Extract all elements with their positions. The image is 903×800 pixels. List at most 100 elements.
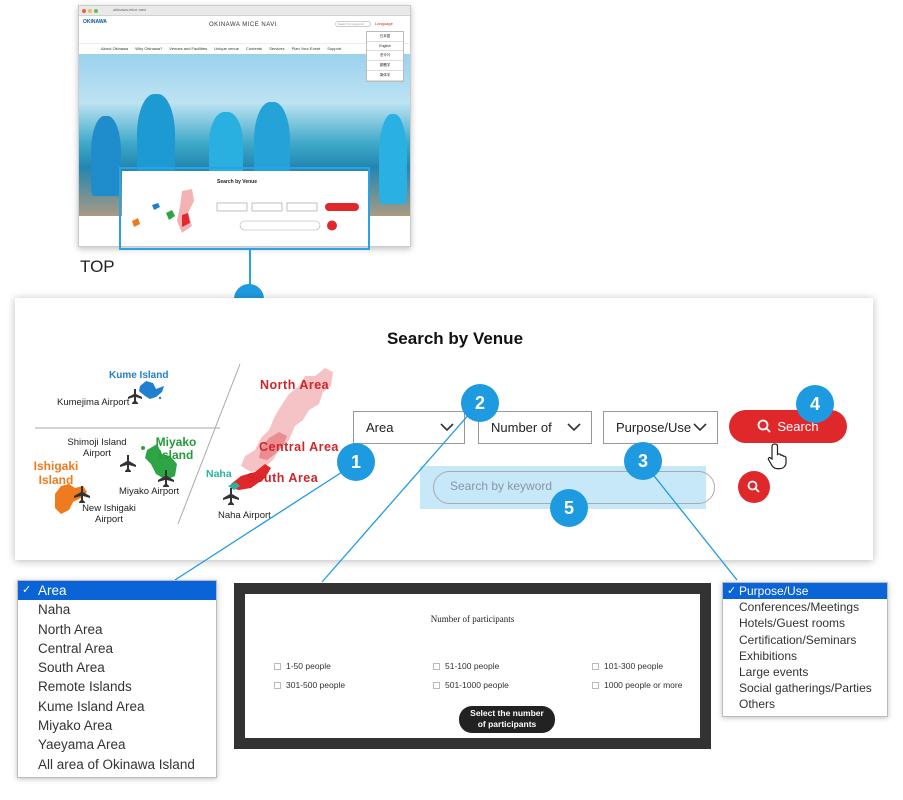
purpose-option[interactable]: Others bbox=[739, 697, 776, 712]
north-area-label[interactable]: North Area bbox=[260, 378, 330, 392]
miyako-airport-label: Miyako Airport bbox=[119, 486, 180, 497]
nav-item[interactable]: Support bbox=[327, 46, 342, 51]
purpose-option[interactable]: Conferences/Meetings bbox=[739, 600, 860, 615]
area-option[interactable]: All area of Okinawa Island bbox=[38, 756, 195, 772]
area-option[interactable]: South Area bbox=[38, 660, 105, 676]
hero-person bbox=[137, 94, 175, 184]
kumejima-airport-label: Kumejima Airport bbox=[57, 397, 130, 408]
shimoji-airplane-icon bbox=[120, 455, 136, 472]
participants-checkbox[interactable]: 501-1000 people bbox=[433, 680, 509, 690]
site-nav: About Okinawa Why Okinawa? Venues and Fa… bbox=[101, 46, 347, 51]
ishigaki-island-label[interactable]: Ishigaki Island bbox=[33, 459, 79, 487]
area-option[interactable]: Kume Island Area bbox=[38, 698, 145, 714]
language-link[interactable]: Language bbox=[375, 21, 393, 26]
kumejima-airplane-icon bbox=[128, 389, 142, 404]
chevron-down-icon bbox=[567, 423, 581, 432]
panel-title: Search by Venue bbox=[386, 329, 524, 348]
hand-pointer-icon bbox=[767, 443, 787, 470]
participants-checkbox[interactable]: 51-100 people bbox=[433, 661, 499, 671]
checkbox-icon bbox=[274, 663, 281, 670]
area-option[interactable]: North Area bbox=[38, 621, 103, 637]
top-label: TOP bbox=[80, 257, 115, 276]
site-search-input[interactable]: Search by keyword bbox=[335, 21, 371, 27]
select-number-button[interactable]: Select the number of participants bbox=[459, 706, 555, 733]
chevron-down-icon bbox=[440, 423, 454, 432]
site-logo: OKINAWA bbox=[83, 19, 107, 25]
purpose-option-selected[interactable]: ✓Purpose/Use bbox=[723, 583, 887, 600]
top-page-thumbnail: okinawa-mice-navi OKINAWA OKINAWA MICE N… bbox=[78, 5, 411, 247]
south-area-label[interactable]: South Area bbox=[247, 471, 319, 485]
area-option[interactable]: Yaeyama Area bbox=[38, 737, 126, 753]
participants-checkbox[interactable]: 301-500 people bbox=[274, 680, 345, 690]
purpose-option[interactable]: Large events bbox=[739, 665, 809, 680]
purpose-use-select[interactable]: Purpose/Use bbox=[603, 411, 718, 444]
nav-item[interactable]: Unique venue bbox=[214, 46, 239, 51]
hero-person bbox=[209, 112, 243, 182]
nav-item[interactable]: About Okinawa bbox=[101, 46, 129, 51]
area-option[interactable]: Central Area bbox=[38, 640, 114, 656]
browser-url: okinawa-mice-navi bbox=[113, 7, 147, 12]
language-option[interactable]: English bbox=[367, 42, 403, 51]
participants-checkbox[interactable]: 1000 people or more bbox=[592, 680, 682, 690]
language-option[interactable]: 繁體字 bbox=[367, 61, 403, 71]
search-icon bbox=[747, 480, 760, 493]
marker-2: 2 bbox=[461, 384, 499, 422]
participants-modal-title: Number of participants bbox=[430, 614, 515, 624]
connector-line bbox=[249, 250, 251, 285]
area-option-selected[interactable]: ✓Area bbox=[18, 581, 216, 601]
thumbnail-search-title: Search by Venue bbox=[217, 179, 258, 185]
site-title: OKINAWA MICE NAVI bbox=[209, 22, 277, 28]
language-option[interactable]: 한국어 bbox=[367, 51, 403, 61]
hero-person bbox=[379, 114, 407, 204]
area-option[interactable]: Remote Islands bbox=[38, 679, 132, 695]
area-select[interactable]: Area bbox=[353, 411, 465, 444]
thumbnail-search-panel: Search by Venue bbox=[122, 171, 370, 246]
naha-airport-label: Naha Airport bbox=[218, 510, 271, 521]
area-select-value: Area bbox=[366, 420, 394, 435]
purpose-option[interactable]: Exhibitions bbox=[739, 648, 798, 663]
keyword-placeholder: Search by keyword bbox=[450, 479, 553, 493]
nav-item[interactable]: Services bbox=[269, 46, 285, 51]
checkbox-icon bbox=[592, 682, 599, 689]
hero-person bbox=[91, 116, 121, 196]
nav-item[interactable]: Contents bbox=[246, 46, 263, 51]
checkbox-icon bbox=[592, 663, 599, 670]
thumbnail-highlight-frame bbox=[119, 167, 370, 250]
ishigaki-airplane-icon bbox=[74, 486, 90, 503]
browser-bar: okinawa-mice-navi bbox=[79, 6, 410, 16]
kume-island-label[interactable]: Kume Island bbox=[109, 370, 169, 381]
close-dot-icon bbox=[82, 9, 86, 13]
kume-island-shape bbox=[139, 381, 164, 399]
search-button-label: Search bbox=[777, 419, 819, 434]
marker-4: 4 bbox=[796, 385, 834, 423]
shimoji-airport-label: Shimoji Island Airport bbox=[67, 437, 127, 459]
purpose-option[interactable]: Hotels/Guest rooms bbox=[739, 616, 846, 631]
minimize-dot-icon bbox=[88, 9, 92, 13]
language-option[interactable]: 简体字 bbox=[367, 71, 403, 81]
nav-item[interactable]: Why Okinawa? bbox=[135, 46, 163, 51]
purpose-select-value: Purpose/Use bbox=[616, 420, 692, 435]
central-area-shape bbox=[259, 432, 287, 460]
area-option[interactable]: Miyako Area bbox=[38, 718, 113, 734]
language-option[interactable]: 日本語 bbox=[367, 32, 403, 42]
participants-checkbox[interactable]: 1-50 people bbox=[274, 661, 331, 671]
miyako-airplane-icon bbox=[158, 470, 174, 487]
keyword-search-button[interactable] bbox=[738, 471, 770, 503]
marker-3: 3 bbox=[624, 442, 662, 480]
purpose-option[interactable]: Certification/Seminars bbox=[739, 632, 857, 647]
central-area-label[interactable]: Central Area bbox=[259, 440, 339, 454]
language-menu: 日本語 English 한국어 繁體字 简体字 bbox=[366, 31, 404, 82]
okinawa-map bbox=[35, 363, 333, 525]
area-option[interactable]: Naha bbox=[38, 602, 71, 618]
participants-checkbox[interactable]: 101-300 people bbox=[592, 661, 663, 671]
number-of-participants-select[interactable]: Number of bbox=[478, 411, 592, 444]
maximize-dot-icon bbox=[94, 9, 98, 13]
nav-item[interactable]: Plan Your Event bbox=[291, 46, 321, 51]
purpose-option[interactable]: Social gatherings/Parties bbox=[739, 681, 872, 696]
marker-5: 5 bbox=[550, 489, 588, 527]
miyako-island-label[interactable]: Miyako Island bbox=[155, 435, 197, 462]
purpose-dropdown-list: ✓Purpose/Use Conferences/Meetings Hotels… bbox=[722, 582, 888, 717]
nav-item[interactable]: Venues and Facilities bbox=[169, 46, 208, 51]
naha-label[interactable]: Naha bbox=[206, 468, 232, 480]
